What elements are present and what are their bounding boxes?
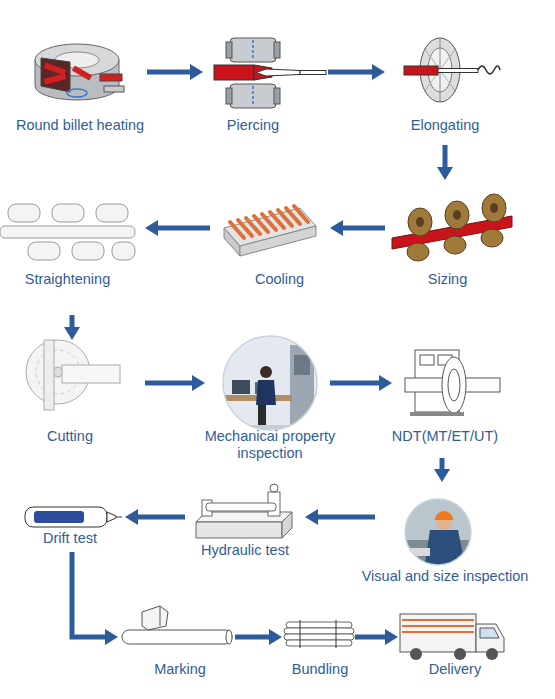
arrow-shaft [145,381,192,386]
arrow-shaft [147,70,190,75]
flow-arrow [64,315,80,340]
bundling-icon [284,620,354,648]
arrow-shaft [138,515,185,520]
process-step: Marking [120,600,240,682]
step-label: Hydraulic test [190,542,300,559]
marking-icon [122,606,232,644]
step-label: Mechanicai property inspection [190,428,350,462]
process-step: Bundling [280,610,360,682]
truck-icon [400,614,504,660]
flow-arrow [355,629,398,645]
arrow-shaft [443,145,448,167]
process-step: Hydraulic test [190,478,300,562]
flow-arrow [305,509,375,525]
step-label: Visual and size inspection [350,568,540,585]
arrow-head [434,469,450,482]
arrow-shaft [330,381,379,386]
lab-photo [220,334,322,435]
arrow-shaft [440,458,445,469]
process-step: Sizing [385,195,510,290]
sizing-icon [392,194,512,261]
process-step: Piercing [203,30,303,140]
process-step: Cutting [20,342,120,448]
arrow-head [305,509,318,525]
step-label: Straightening [0,271,135,288]
arrow-shaft [70,315,75,327]
arrow-head [269,629,282,645]
flow-arrow [437,145,453,180]
arrow-head [379,375,392,391]
arrow-head [105,629,118,645]
flow-arrow [125,509,185,525]
arrow-shaft [355,635,385,640]
flow-arrow [72,552,118,645]
process-step: Mechanicai property inspection [190,338,350,463]
process-step: Straightening [0,195,135,290]
process-step: Delivery [395,598,515,682]
straightening-icon [0,204,135,260]
step-label: Drift test [20,530,120,547]
flow-arrow [145,220,210,236]
arrow-head [125,509,138,525]
flow-arrow [328,64,385,80]
process-step: Elongating [385,30,505,140]
arrow-head [437,167,453,180]
flow-arrow [145,375,205,391]
step-label: NDT(MT/ET/UT) [385,428,505,445]
arrow-shaft [318,515,375,520]
step-label: Bundling [280,661,360,678]
arrow-head [192,375,205,391]
process-step: Drift test [20,495,120,550]
process-step: Cooling [222,195,337,290]
drift-icon [25,507,122,527]
step-label: Delivery [395,661,515,678]
inspection-photo [404,498,474,570]
arrow-shaft [72,552,105,637]
elongating-icon [404,38,500,102]
arrow-shaft [158,226,210,231]
step-label: Piercing [203,117,303,134]
flow-arrow [434,458,450,482]
arrow-head [385,629,398,645]
furnace-icon [35,44,124,100]
arrow-head [64,327,80,340]
process-step: NDT(MT/ET/UT) [385,340,505,448]
flow-arrow [235,629,282,645]
flow-arrow [147,64,203,80]
process-step: Visual and size inspection [350,490,540,588]
step-label: Cutting [20,428,120,445]
arrow-shaft [343,226,385,231]
hydraulic-icon [196,484,292,538]
step-label: Round billet heating [5,117,155,134]
step-label: Elongating [385,117,505,134]
arrow-shaft [328,70,372,75]
arrow-head [145,220,158,236]
step-label: Cooling [222,271,337,288]
flow-arrow [330,220,385,236]
step-label: Sizing [385,271,510,288]
arrow-head [372,64,385,80]
ndt-icon [405,350,500,416]
arrow-head [190,64,203,80]
process-step: Round billet heating [5,30,155,140]
step-label: Marking [120,661,240,678]
arrow-head [330,220,343,236]
flow-arrow [330,375,392,391]
arrow-shaft [235,635,269,640]
piercing-icon [214,38,326,108]
cooling-bed-icon [224,206,316,256]
cutting-icon [26,340,120,410]
